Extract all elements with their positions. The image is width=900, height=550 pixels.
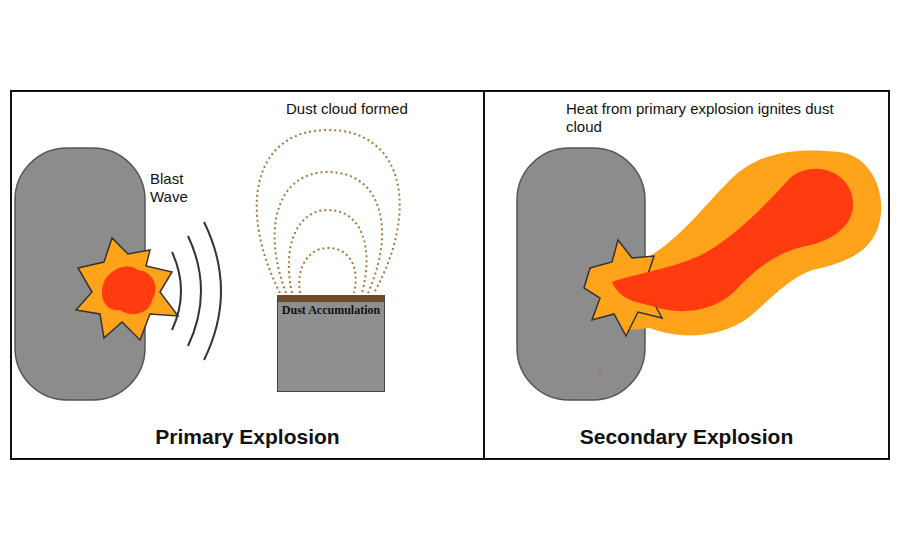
dust-cloud-arc (289, 210, 367, 293)
heat-note: Heat from primary explosion ignites dust… (566, 100, 866, 136)
box-label: Dust Accumulation (278, 304, 384, 317)
blast-wave-label: Blast Wave (150, 170, 202, 206)
dust-cloud-arc (299, 248, 355, 293)
speck (599, 373, 601, 375)
blast-wave-arc (172, 252, 181, 330)
dust-cloud-arc (257, 130, 400, 293)
dust-cloud-arc (275, 172, 382, 293)
dust-cloud (257, 130, 400, 293)
explosion-core (102, 266, 156, 314)
blast-wave-arc (188, 236, 201, 346)
panel-title: Secondary Explosion (485, 425, 888, 449)
fireball-core (612, 169, 853, 311)
blast-wave-arc (204, 222, 221, 360)
dust-cloud-label: Dust cloud formed (286, 100, 446, 118)
dust-accumulation-box: Dust Accumulation (277, 295, 385, 392)
panel-title: Primary Explosion (12, 425, 483, 449)
explosion-burst (76, 238, 178, 340)
explosion-panel: Secondary Explosion (483, 90, 890, 460)
explosion-panel: Primary Explosion Dust Accumulation (10, 90, 485, 460)
